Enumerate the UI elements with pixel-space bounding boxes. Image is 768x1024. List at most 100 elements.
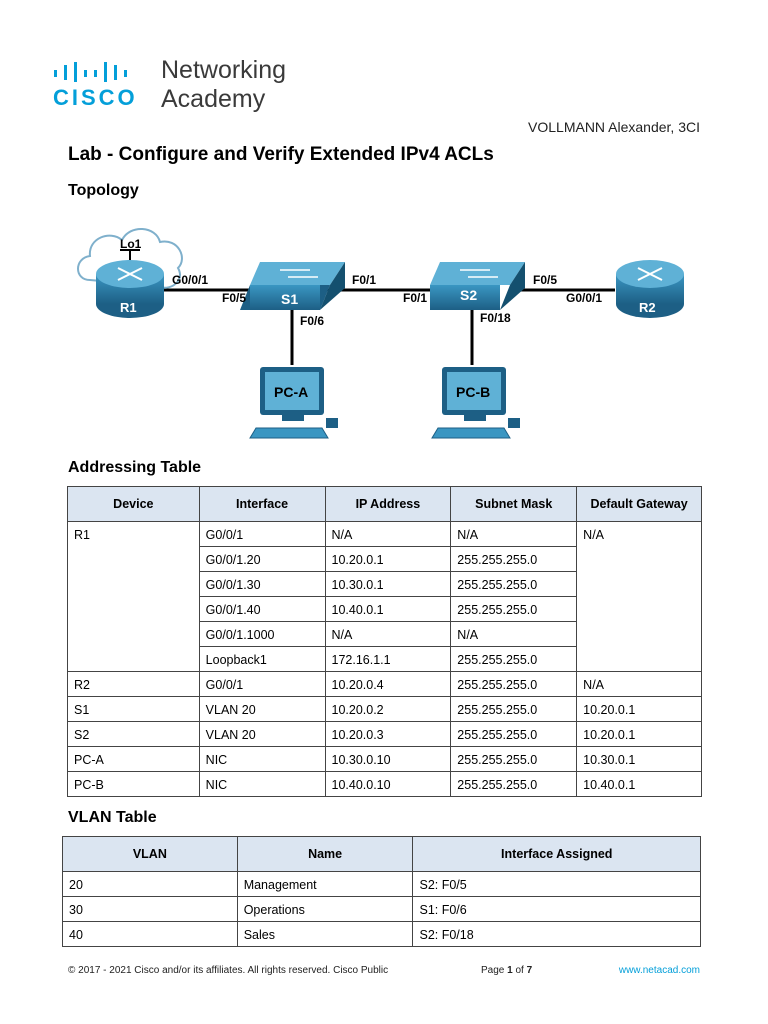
pc-a-label: PC-A: [274, 384, 308, 400]
s1-label: S1: [281, 291, 298, 307]
table-cell: G0/0/1.40: [198, 596, 326, 622]
port-s2-f01: F0/1: [403, 291, 427, 305]
footer-copyright: © 2017 - 2021 Cisco and/or its affiliate…: [68, 965, 389, 976]
table-cell: N/A: [450, 621, 578, 647]
page-current: 1: [507, 965, 513, 976]
table-row: S1 VLAN 20 10.20.0.2 255.255.255.0 10.20…: [67, 696, 702, 722]
table-cell: 10.40.0.1: [576, 771, 702, 797]
port-r2-g001: G0/0/1: [566, 291, 602, 305]
page-total: 7: [526, 965, 533, 976]
table-cell: N/A: [324, 621, 452, 647]
port-s1-f05: F0/5: [222, 291, 246, 305]
table-cell: PC-B: [67, 771, 200, 797]
pc-b-label: PC-B: [456, 384, 490, 400]
switch-s1-icon: [240, 262, 345, 310]
cisco-bars-icon: [54, 62, 127, 82]
topology-heading: Topology: [68, 182, 139, 199]
table-cell: 255.255.255.0: [450, 571, 578, 597]
table-row: PC-A NIC 10.30.0.10 255.255.255.0 10.30.…: [67, 746, 702, 772]
table-row: G0/0/1.20 10.20.0.1 255.255.255.0: [68, 546, 702, 572]
table-cell: 255.255.255.0: [450, 696, 578, 722]
table-cell: Loopback1: [198, 646, 326, 672]
table-cell: VLAN 20: [198, 721, 326, 747]
switch-s2-icon: [430, 262, 525, 310]
header-vlan: VLAN: [62, 836, 238, 872]
table-row: 20 Management S2: F0/5: [62, 871, 701, 897]
table-row: 40 Sales S2: F0/18: [62, 921, 701, 947]
port-s2-f05: F0/5: [533, 273, 557, 287]
header-device: Device: [67, 486, 200, 522]
table-cell: 255.255.255.0: [450, 596, 578, 622]
table-row: G0/0/1.1000 N/A N/A: [68, 621, 702, 647]
table-cell: 10.40.0.10: [324, 771, 452, 797]
header-subnet-mask: Subnet Mask: [450, 486, 578, 522]
table-row: G0/0/1.40 10.40.0.1 255.255.255.0: [68, 596, 702, 622]
table-row: 30 Operations S1: F0/6: [62, 896, 701, 922]
table-cell: S2: F0/5: [412, 871, 701, 897]
table-cell: 10.20.0.1: [576, 696, 702, 722]
table-cell: 255.255.255.0: [450, 546, 578, 572]
table-row: R1 G0/0/1 N/A N/A N/A: [67, 521, 702, 672]
table-cell: NIC: [198, 746, 326, 772]
lo1-label: Lo1: [120, 237, 142, 251]
table-cell: 10.20.0.2: [324, 696, 452, 722]
port-s1-f06: F0/6: [300, 314, 324, 328]
pc-a-icon: [249, 367, 338, 439]
pc-b-icon: [431, 367, 520, 439]
addressing-table-heading: Addressing Table: [68, 459, 202, 476]
table-cell: G0/0/1: [198, 521, 326, 547]
table-cell: 30: [62, 896, 238, 922]
table-header-row: Device Interface IP Address Subnet Mask …: [67, 486, 702, 522]
table-cell: NIC: [198, 771, 326, 797]
table-row: PC-B NIC 10.40.0.10 255.255.255.0 10.40.…: [67, 771, 702, 797]
table-cell: 255.255.255.0: [450, 746, 578, 772]
port-s1-f01: F0/1: [352, 273, 376, 287]
table-row: Loopback1 172.16.1.1 255.255.255.0: [68, 646, 702, 672]
table-cell: 255.255.255.0: [450, 771, 578, 797]
vlan-table-heading: VLAN Table: [68, 809, 157, 826]
table-cell: 20: [62, 871, 238, 897]
table-cell: 10.20.0.3: [324, 721, 452, 747]
addressing-table: Device Interface IP Address Subnet Mask …: [67, 486, 702, 797]
table-cell: 255.255.255.0: [450, 671, 578, 697]
table-row: G0/0/1.30 10.30.0.1 255.255.255.0: [68, 571, 702, 597]
table-cell: S1: F0/6: [412, 896, 701, 922]
table-cell: R1: [67, 521, 200, 672]
table-cell: Management: [236, 871, 414, 897]
cisco-wordmark: CISCO: [53, 85, 138, 110]
table-cell: 10.40.0.1: [324, 596, 452, 622]
table-cell: N/A: [576, 671, 702, 697]
logo-networking: Networking: [161, 56, 287, 84]
table-cell: R2: [67, 671, 200, 697]
table-row: S2 VLAN 20 10.20.0.3 255.255.255.0 10.20…: [67, 721, 702, 747]
table-cell: 10.30.0.1: [576, 746, 702, 772]
logo-academy: Academy: [161, 85, 266, 113]
header-default-gateway: Default Gateway: [576, 486, 702, 522]
table-cell: 40: [62, 921, 238, 947]
router-r1-icon: [96, 260, 164, 318]
header-interface: Interface: [198, 486, 326, 522]
table-cell: 172.16.1.1: [324, 646, 452, 672]
table-cell: G0/0/1.20: [198, 546, 326, 572]
r1-label: R1: [120, 300, 137, 315]
page-title: Lab - Configure and Verify Extended IPv4…: [68, 144, 494, 165]
header-ip-address: IP Address: [324, 486, 452, 522]
topology-diagram: Lo1 R1 S1 S2 R2: [77, 228, 684, 439]
table-cell: 10.30.0.1: [324, 571, 452, 597]
table-cell: 255.255.255.0: [450, 646, 578, 672]
port-s2-f018: F0/18: [480, 311, 511, 325]
table-cell: S2: [67, 721, 200, 747]
table-cell: 10.20.0.4: [324, 671, 452, 697]
table-cell: PC-A: [67, 746, 200, 772]
cisco-networking-academy-logo: CISCO Networking Academy: [52, 56, 312, 118]
table-cell: VLAN 20: [198, 696, 326, 722]
table-cell: 10.30.0.10: [324, 746, 452, 772]
page-prefix: Page: [481, 965, 508, 976]
table-cell: N/A: [576, 521, 702, 672]
table-cell: 255.255.255.0: [450, 721, 578, 747]
table-cell: 10.20.0.1: [576, 721, 702, 747]
footer-link[interactable]: www.netacad.com: [618, 965, 700, 976]
port-r1-g001: G0/0/1: [172, 273, 208, 287]
table-cell: Sales: [236, 921, 414, 947]
s2-label: S2: [460, 287, 477, 303]
